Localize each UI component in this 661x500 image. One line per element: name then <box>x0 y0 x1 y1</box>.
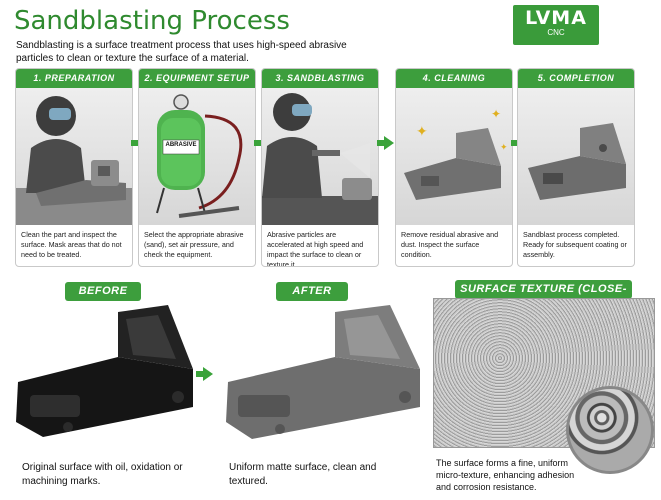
page-title: Sandblasting Process <box>14 6 290 36</box>
sandblasting-illustration <box>262 88 378 225</box>
svg-text:✦: ✦ <box>416 124 428 140</box>
after-badge: AFTER <box>276 282 348 301</box>
step-label: 3. SANDBLASTING <box>262 69 378 88</box>
before-caption: Original surface with oil, oxidation or … <box>22 462 183 487</box>
after-caption: Uniform matte surface, clean and texture… <box>229 462 377 487</box>
completion-illustration <box>518 88 634 225</box>
logo-subtext: CNC <box>547 28 565 37</box>
flow-arrow <box>196 367 213 381</box>
after-part-image <box>220 297 425 447</box>
tank-label: ABRASIVE <box>165 142 197 148</box>
step-card-cleaning: 4. CLEANING ✦ ✦ ✦ Remove residual abrasi… <box>395 68 513 267</box>
surface-texture-image <box>433 298 655 448</box>
intro-text: Sandblasting is a surface treatment proc… <box>16 40 347 64</box>
step-description: Abrasive particles are accelerated at hi… <box>267 230 364 267</box>
logo-text: LVMA <box>525 7 587 29</box>
flow-arrow <box>377 136 394 150</box>
brand-logo: LVMA CNC <box>513 5 599 45</box>
svg-text:✦: ✦ <box>491 107 501 121</box>
step-label: 1. PREPARATION <box>16 69 132 88</box>
step-label: 2. EQUIPMENT SETUP <box>139 69 255 88</box>
step-card-equipment-setup: 2. EQUIPMENT SETUP ABRASIVE Select the a… <box>138 68 256 267</box>
before-part-image <box>8 297 198 447</box>
equipment-illustration: ABRASIVE <box>139 88 255 225</box>
step-card-completion: 5. COMPLETION Sandblast process complete… <box>517 68 635 267</box>
step-label: 5. COMPLETION <box>518 69 634 88</box>
step-description: Sandblast process completed. Ready for s… <box>523 230 627 259</box>
step-card-preparation: 1. PREPARATION Clean the part and inspec… <box>15 68 133 267</box>
texture-zoom-circle <box>566 386 654 474</box>
step-description: Remove residual abrasive and dust. Inspe… <box>401 230 499 259</box>
before-badge: BEFORE <box>65 282 141 301</box>
step-description: Select the appropriate abrasive (sand), … <box>144 230 244 259</box>
svg-text:✦: ✦ <box>500 143 508 153</box>
step-description: Clean the part and inspect the surface. … <box>21 230 122 259</box>
step-card-sandblasting: 3. SANDBLASTING Abrasive particles are a… <box>261 68 379 267</box>
step-label: 4. CLEANING <box>396 69 512 88</box>
preparation-illustration <box>16 88 132 225</box>
texture-caption: The surface forms a fine, uniform micro-… <box>436 458 575 492</box>
texture-badge: SURFACE TEXTURE (CLOSE-UP) <box>455 280 632 314</box>
cleaning-illustration: ✦ ✦ ✦ <box>396 88 512 225</box>
